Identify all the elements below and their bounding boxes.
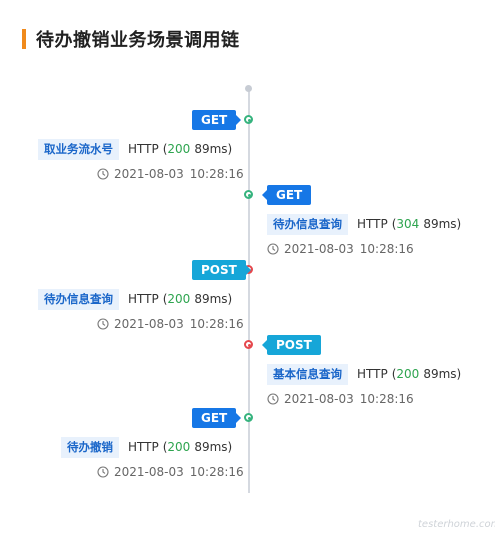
timeline-node-get [244, 115, 253, 124]
clock-icon [97, 168, 109, 180]
open-paren: ( [162, 440, 168, 454]
timestamp-date: 2021-08-03 [114, 317, 184, 331]
protocol-label: HTTP [128, 440, 159, 454]
timestamp-time: 10:28:16 [189, 167, 244, 181]
timeline-node-get [244, 190, 253, 199]
duration: 89ms [423, 217, 457, 231]
status-code: 200 [167, 440, 191, 454]
call-timestamp: 2021-08-03 10:28:16 [267, 241, 414, 257]
page-header: 待办撤销业务场景调用链 [22, 26, 240, 52]
close-paren: ) [227, 142, 233, 156]
clock-icon [97, 318, 109, 330]
timeline-start-dot [245, 85, 252, 92]
protocol-label: HTTP [357, 217, 388, 231]
status-code: 304 [396, 217, 420, 231]
open-paren: ( [391, 367, 397, 381]
timestamp-time: 10:28:16 [359, 392, 414, 406]
page-title: 待办撤销业务场景调用链 [36, 30, 240, 51]
close-paren: ) [227, 292, 233, 306]
timestamp-date: 2021-08-03 [114, 167, 184, 181]
protocol-label: HTTP [128, 142, 159, 156]
close-paren: ) [456, 367, 462, 381]
status-code: 200 [167, 292, 191, 306]
timestamp-date: 2021-08-03 [114, 465, 184, 479]
clock-icon [267, 243, 279, 255]
timeline-axis [248, 88, 250, 493]
timestamp-date: 2021-08-03 [284, 242, 354, 256]
timestamp-time: 10:28:16 [189, 317, 244, 331]
timestamp-date: 2021-08-03 [284, 392, 354, 406]
service-name-tag[interactable]: 待办信息查询 [38, 288, 119, 310]
timeline-node-get [244, 413, 253, 422]
status-code: 200 [167, 142, 191, 156]
method-badge-post: POST [262, 335, 321, 355]
method-badge-post: POST [192, 260, 251, 280]
service-name-tag[interactable]: 待办信息查询 [267, 213, 348, 235]
clock-icon [97, 466, 109, 478]
service-name-tag[interactable]: 取业务流水号 [38, 138, 119, 160]
service-name-tag[interactable]: 基本信息查询 [267, 363, 348, 385]
title-accent-bar [22, 29, 26, 49]
method-badge-get: GET [192, 110, 242, 130]
timeline-node-post [244, 340, 253, 349]
call-timestamp: 2021-08-03 10:28:16 [97, 464, 244, 480]
close-paren: ) [456, 217, 462, 231]
timestamp-time: 10:28:16 [189, 465, 244, 479]
open-paren: ( [162, 142, 168, 156]
protocol-label: HTTP [128, 292, 159, 306]
method-badge-get: GET [192, 408, 242, 428]
call-timestamp: 2021-08-03 10:28:16 [97, 316, 244, 332]
clock-icon [267, 393, 279, 405]
close-paren: ) [227, 440, 233, 454]
duration: 89ms [194, 292, 228, 306]
status-code: 200 [396, 367, 420, 381]
duration: 89ms [194, 440, 228, 454]
open-paren: ( [162, 292, 168, 306]
duration: 89ms [423, 367, 457, 381]
service-name-tag[interactable]: 待办撤销 [61, 436, 119, 458]
protocol-label: HTTP [357, 367, 388, 381]
open-paren: ( [391, 217, 397, 231]
call-timestamp: 2021-08-03 10:28:16 [267, 391, 414, 407]
method-badge-get: GET [261, 185, 312, 205]
duration: 89ms [194, 142, 228, 156]
watermark: testerhome.com [418, 519, 495, 530]
call-timestamp: 2021-08-03 10:28:16 [97, 166, 244, 182]
timestamp-time: 10:28:16 [359, 242, 414, 256]
